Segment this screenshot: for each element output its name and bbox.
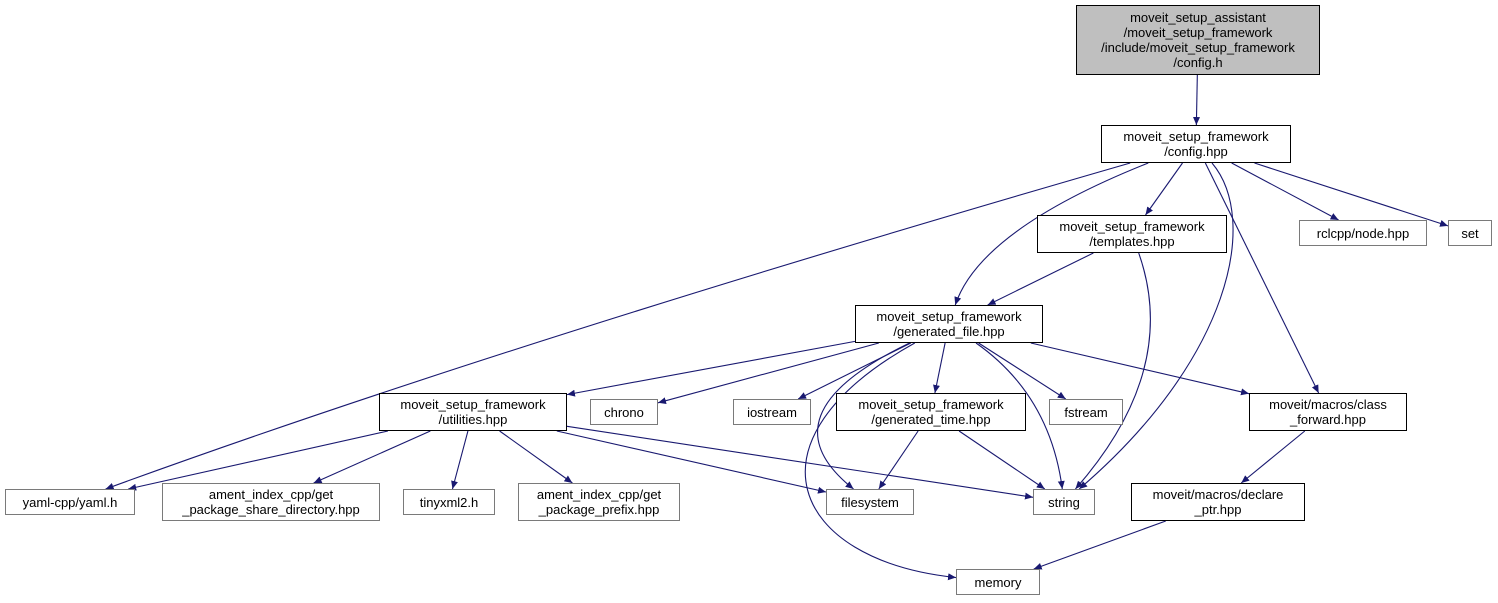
graph-node-label-line: _forward.hpp — [1290, 412, 1366, 427]
graph-edge-config_hpp--templates_hpp — [1145, 162, 1183, 216]
graph-edge-generated_file--generated_time — [933, 342, 946, 394]
graph-node-generated_time[interactable]: moveit_setup_framework/generated_time.hp… — [836, 393, 1026, 431]
graph-node-declare_ptr[interactable]: moveit/macros/declare_ptr.hpp — [1131, 483, 1305, 521]
graph-node-utilities[interactable]: moveit_setup_framework/utilities.hpp — [379, 393, 567, 431]
graph-edge-utilities--share_dir — [313, 430, 431, 484]
graph-node-label-line: set — [1461, 225, 1479, 241]
graph-edge-generated_file--chrono — [657, 342, 879, 405]
graph-edge-utilities--pkg_prefix — [499, 430, 573, 484]
graph-node-label-line: /templates.hpp — [1089, 234, 1175, 249]
graph-edge-utilities--tinyxml2 — [451, 430, 469, 490]
graph-node-label-line: moveit/macros/class — [1269, 397, 1387, 412]
graph-node-fstream[interactable]: fstream — [1049, 399, 1123, 425]
graph-node-label-line: moveit_setup_assistant — [1130, 10, 1266, 25]
graph-edge-generated_time--string — [958, 430, 1046, 490]
graph-node-label-line: moveit_setup_framework — [876, 309, 1022, 324]
graph-edge-config_hpp--generated_file — [954, 162, 1149, 306]
graph-node-set[interactable]: set — [1448, 220, 1492, 246]
graph-node-label-line: /config.h — [1173, 55, 1223, 70]
graph-node-label-line: moveit_setup_framework — [1123, 129, 1269, 144]
graph-edge-config_hpp--set — [1254, 162, 1449, 227]
graph-node-label-line: ament_index_cpp/get — [536, 487, 662, 502]
graph-node-rclcpp_node[interactable]: rclcpp/node.hpp — [1299, 220, 1427, 246]
graph-node-label-line: moveit/macros/declare — [1152, 487, 1284, 502]
graph-node-label-line: _package_share_directory.hpp — [182, 502, 360, 517]
graph-node-chrono[interactable]: chrono — [590, 399, 658, 425]
graph-edge-generated_file--string — [975, 342, 1065, 490]
graph-node-label-line: iostream — [747, 404, 797, 420]
graph-node-label-line: yaml-cpp/yaml.h — [22, 494, 118, 510]
graph-edge-config_hpp--string — [1078, 162, 1234, 490]
graph-edge-declare_ptr--memory — [1033, 520, 1166, 570]
graph-edge-generated_file--utilities — [566, 340, 856, 397]
graph-node-templates_hpp[interactable]: moveit_setup_framework/templates.hpp — [1037, 215, 1227, 253]
graph-edge-generated_file--memory — [804, 342, 957, 581]
graph-node-string[interactable]: string — [1033, 489, 1095, 515]
graph-node-label-line: moveit_setup_framework — [400, 397, 546, 412]
graph-edge-config_hpp--yaml — [105, 162, 1131, 490]
graph-node-label-line: moveit_setup_framework — [858, 397, 1004, 412]
graph-node-label-line: /generated_time.hpp — [871, 412, 991, 427]
graph-node-iostream[interactable]: iostream — [733, 399, 811, 425]
graph-node-label-line: /include/moveit_setup_framework — [1101, 40, 1295, 55]
graph-node-label-line: chrono — [604, 404, 644, 420]
graph-edge-templates_hpp--generated_file — [987, 252, 1094, 306]
graph-edge-class_forward--declare_ptr — [1240, 430, 1306, 484]
graph-node-pkg_prefix[interactable]: ament_index_cpp/get_package_prefix.hpp — [518, 483, 680, 521]
graph-node-yaml[interactable]: yaml-cpp/yaml.h — [5, 489, 135, 515]
graph-node-label-line: rclcpp/node.hpp — [1316, 225, 1410, 241]
graph-node-config_hpp[interactable]: moveit_setup_framework/config.hpp — [1101, 125, 1291, 163]
graph-node-filesystem[interactable]: filesystem — [826, 489, 914, 515]
graph-node-label-line: /generated_file.hpp — [893, 324, 1005, 339]
graph-edge-config_hpp--class_forward — [1204, 162, 1320, 394]
graph-node-label-line: _ptr.hpp — [1194, 502, 1242, 517]
graph-node-label-line: /config.hpp — [1164, 144, 1228, 159]
graph-edge-utilities--string — [566, 425, 1034, 500]
graph-node-label-line: ament_index_cpp/get — [208, 487, 334, 502]
graph-node-label-line: fstream — [1064, 404, 1108, 420]
graph-node-class_forward[interactable]: moveit/macros/class_forward.hpp — [1249, 393, 1407, 431]
graph-node-label-line: moveit_setup_framework — [1059, 219, 1205, 234]
graph-node-label-line: _package_prefix.hpp — [538, 502, 660, 517]
graph-edge-utilities--filesystem — [556, 430, 827, 494]
graph-node-tinyxml2[interactable]: tinyxml2.h — [403, 489, 495, 515]
graph-edge-config_h--config_hpp — [1193, 74, 1201, 126]
graph-node-config_h[interactable]: moveit_setup_assistant/moveit_setup_fram… — [1076, 5, 1320, 75]
graph-edge-generated_file--fstream — [978, 342, 1067, 400]
graph-edge-generated_time--filesystem — [878, 430, 919, 490]
graph-edge-generated_file--filesystem — [817, 342, 910, 490]
graph-node-label-line: /utilities.hpp — [438, 412, 508, 427]
graph-node-label-line: tinyxml2.h — [419, 494, 479, 510]
graph-node-share_dir[interactable]: ament_index_cpp/get_package_share_direct… — [162, 483, 380, 521]
graph-edge-utilities--yaml — [128, 430, 389, 491]
graph-node-label-line: memory — [974, 574, 1022, 590]
graph-edge-templates_hpp--string — [1075, 252, 1151, 490]
graph-node-label-line: /moveit_setup_framework — [1123, 25, 1273, 40]
graph-node-label-line: string — [1048, 494, 1080, 510]
graph-node-memory[interactable]: memory — [956, 569, 1040, 595]
graph-edge-generated_file--class_forward — [1030, 342, 1250, 396]
graph-edge-config_hpp--rclcpp_node — [1231, 162, 1339, 221]
graph-node-generated_file[interactable]: moveit_setup_framework/generated_file.hp… — [855, 305, 1043, 343]
graph-node-label-line: filesystem — [841, 494, 899, 510]
